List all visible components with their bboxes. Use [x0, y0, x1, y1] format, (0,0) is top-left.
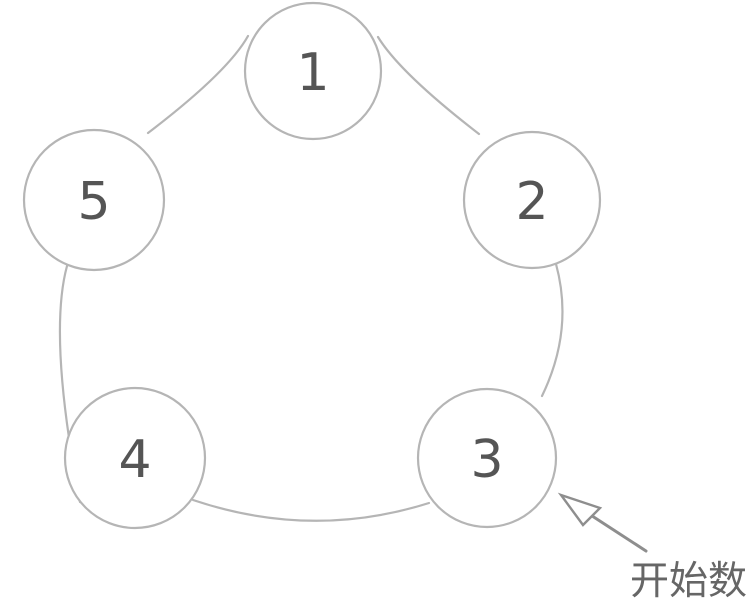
edge-5-to-1	[146, 34, 250, 135]
edge-3-to-4	[191, 498, 431, 522]
annotation-arrow-shaft	[584, 510, 648, 553]
node-circle-4[interactable]	[63, 386, 207, 530]
node-label-1: 1	[296, 43, 329, 103]
node-label-2: 2	[515, 172, 548, 232]
node-label-3: 3	[470, 430, 503, 490]
node-circle-1[interactable]	[243, 1, 383, 141]
node-circle-3[interactable]	[416, 387, 558, 529]
node-circle-2[interactable]	[462, 130, 602, 270]
node-label-5: 5	[77, 172, 110, 232]
node-group	[22, 1, 602, 530]
annotation-label: 开始数	[630, 559, 747, 603]
edge-2-to-3	[540, 262, 564, 398]
node-label-group: 1 2 3 4 5	[77, 43, 548, 490]
node-circle-5[interactable]	[22, 128, 166, 272]
annotation-arrow-head	[557, 492, 603, 527]
node-label-4: 4	[118, 430, 151, 490]
edge-1-to-2	[376, 35, 481, 136]
start-annotation: 开始数	[557, 492, 747, 603]
